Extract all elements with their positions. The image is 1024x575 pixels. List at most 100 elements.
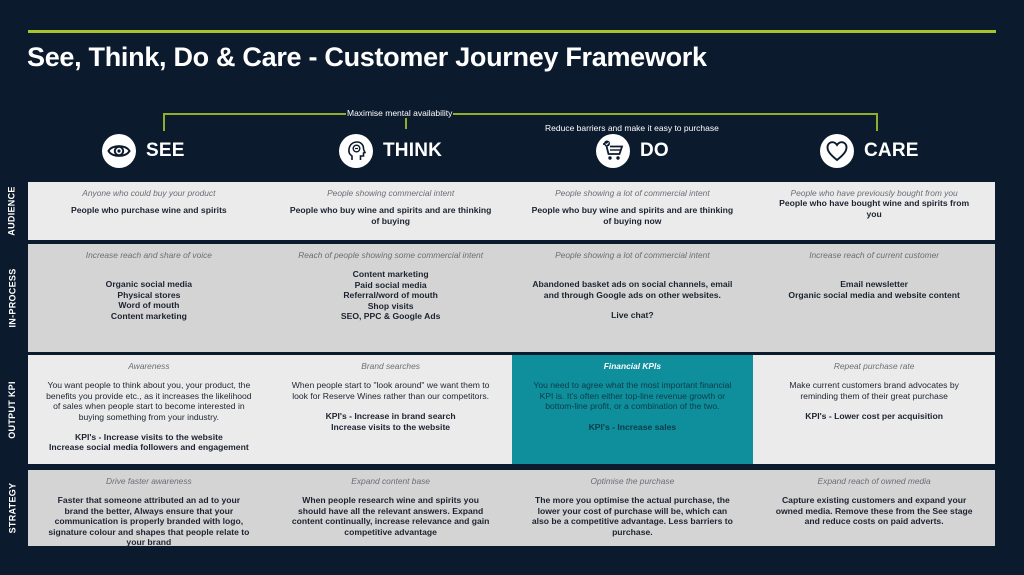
cell-subtitle: People showing a lot of commercial inten… [555,188,710,198]
row-label-text: IN-PROCESS [7,268,18,328]
cell-line: People who purchase wine and spirits [71,205,227,216]
spacer [288,401,494,411]
cell-subtitle: Brand searches [361,361,420,371]
spacer [530,269,736,279]
cell-line: KPI's - Lower cost per acquisition [805,411,943,422]
spacer [46,269,252,279]
spacer [46,422,252,432]
stage-care: CARE [820,133,919,169]
cell-body: You need to agree what the most importan… [530,380,736,432]
cell-line: Content marketing [110,310,187,321]
bracket-top-label: Maximise mental availability [346,108,454,118]
stage-label-care: CARE [864,140,919,161]
row-label-text: AUDIENCE [7,186,17,236]
stage-label-do: DO [640,140,669,161]
cell-body: People who buy wine and spirits and are … [288,205,494,226]
cell-line: Referral/word of mouth [343,290,438,301]
cell-body: Faster that someone attributed an ad to … [46,495,252,547]
row-label-output-kpi: OUTPUT KPI [0,355,24,464]
spacer [771,269,977,279]
cell-body: You want people to think about you, your… [46,380,252,452]
cell-in-process-think: Reach of people showing some commercial … [269,244,512,352]
cell-body: The more you optimise the actual purchas… [530,495,736,537]
cell-subtitle: Anyone who could buy your product [82,188,216,198]
spacer [771,401,977,411]
cell-line: You want people to think about you, your… [46,380,252,422]
cell-subtitle: Repeat purchase rate [833,361,915,371]
cell-line: Word of mouth [118,300,180,311]
cell-subtitle: Awareness [128,361,170,371]
cell-audience-care: People who have previously bought from y… [753,182,995,240]
row-label-text: STRATEGY [7,482,17,534]
cell-line: People who buy wine and spirits and are … [531,205,734,226]
cell-line: KPI's - Increase sales [588,421,677,432]
cell-subtitle: Increase reach and share of voice [85,250,212,260]
cell-subtitle: Financial KPIs [603,361,661,371]
cell-line: Email newsletter [840,279,909,290]
cell-subtitle: Optimise the purchase [590,476,675,486]
cell-line: Organic social media [105,279,193,290]
cell-line: Faster that someone attributed an ad to … [48,495,250,548]
spacer [530,300,736,310]
cell-body: Capture existing customers and expand yo… [771,495,977,526]
bracket-top-horizontal [163,113,878,115]
cell-audience-do: People showing a lot of commercial inten… [511,182,754,240]
bracket-think-drop [405,113,407,129]
cell-line: The more you optimise the actual purchas… [531,495,733,537]
cell-line: SEO, PPC & Google Ads [340,311,441,322]
top-accent-rule [28,30,996,33]
cell-line: Increase visits to the website [331,421,451,432]
cell-body: People who have bought wine and spirits … [771,198,977,219]
cell-body: Make current customers brand advocates b… [771,380,977,421]
stage-think: THINK [339,133,442,169]
cell-line: Organic social media and website content [788,289,960,300]
cell-line: KPI's - Increase in brand search [325,411,456,422]
row-label-audience: AUDIENCE [0,182,24,240]
cell-subtitle: Increase reach of current customer [809,250,940,260]
cell-line: Make current customers brand advocates b… [789,380,959,401]
stage-label-think: THINK [383,140,443,161]
cell-body: When people research wine and spirits yo… [288,495,494,537]
cell-body: When people start to "look around" we wa… [288,380,494,432]
cell-subtitle: Reach of people showing some commercial … [298,250,484,260]
cell-line: People who have bought wine and spirits … [779,198,970,219]
cell-line: Live chat? [611,310,654,321]
cell-line: Physical stores [117,289,181,300]
bracket-top-right-drop [876,113,878,131]
row-label-text: OUTPUT KPI [7,380,18,439]
page-title: See, Think, Do & Care - Customer Journey… [27,42,707,72]
cell-line: When people research wine and spirits yo… [291,495,490,537]
row-label-in-process: IN-PROCESS [0,244,24,352]
cell-line: Shop visits [367,300,414,311]
cell-subtitle: Drive faster awareness [106,476,192,486]
stage-label-see: SEE [146,140,185,161]
stage-see: SEE [102,133,185,169]
bracket-top-left-drop [163,113,165,131]
cell-line: Content marketing [352,269,429,280]
cell-in-process-do: People showing a lot of commercial inten… [511,244,754,352]
cell-subtitle: People who have previously bought from y… [790,188,958,198]
cell-line: Paid social media [354,279,427,290]
spacer [530,412,736,422]
stage-do: DO [596,133,669,169]
heart-icon [820,134,854,168]
cell-line: People who buy wine and spirits and are … [289,205,492,226]
cell-line: You need to agree what the most importan… [533,380,732,412]
